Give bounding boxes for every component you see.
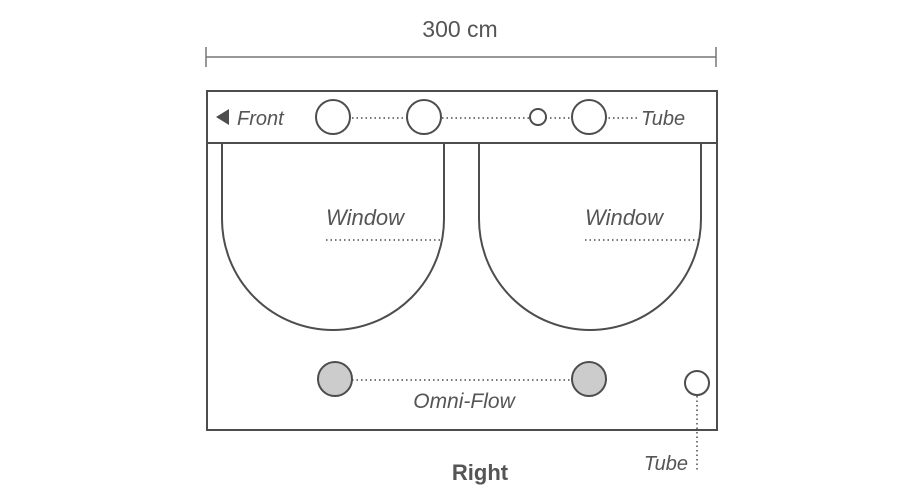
window-left: Window	[221, 143, 445, 331]
window-right-label: Window	[585, 205, 665, 230]
front-strip: Front Tube	[216, 99, 685, 135]
window-left-outline	[221, 143, 445, 331]
small-port-icon	[529, 108, 547, 126]
omni-flow-label: Omni-Flow	[413, 390, 516, 413]
tube-label-bottom: Tube	[644, 453, 688, 475]
tent-outline	[206, 90, 718, 431]
omni-flow-port-icon	[571, 361, 607, 397]
window-right: Window	[478, 143, 702, 331]
tube-port-icon	[315, 99, 351, 135]
front-arrow-icon	[216, 109, 229, 125]
tube-port-icon	[406, 99, 442, 135]
side-label: Right	[452, 460, 509, 485]
omni-flow: Omni-Flow	[317, 361, 607, 413]
bottom-tube: Tube	[644, 370, 710, 475]
width-dimension-label: 300 cm	[422, 16, 497, 42]
width-dimension: 300 cm	[205, 16, 717, 67]
window-right-outline	[478, 143, 702, 331]
front-label: Front	[237, 108, 285, 130]
tube-port-icon	[571, 99, 607, 135]
tube-port-icon	[684, 370, 710, 396]
window-left-label: Window	[326, 205, 406, 230]
tube-label-top: Tube	[641, 108, 685, 130]
omni-flow-port-icon	[317, 361, 353, 397]
